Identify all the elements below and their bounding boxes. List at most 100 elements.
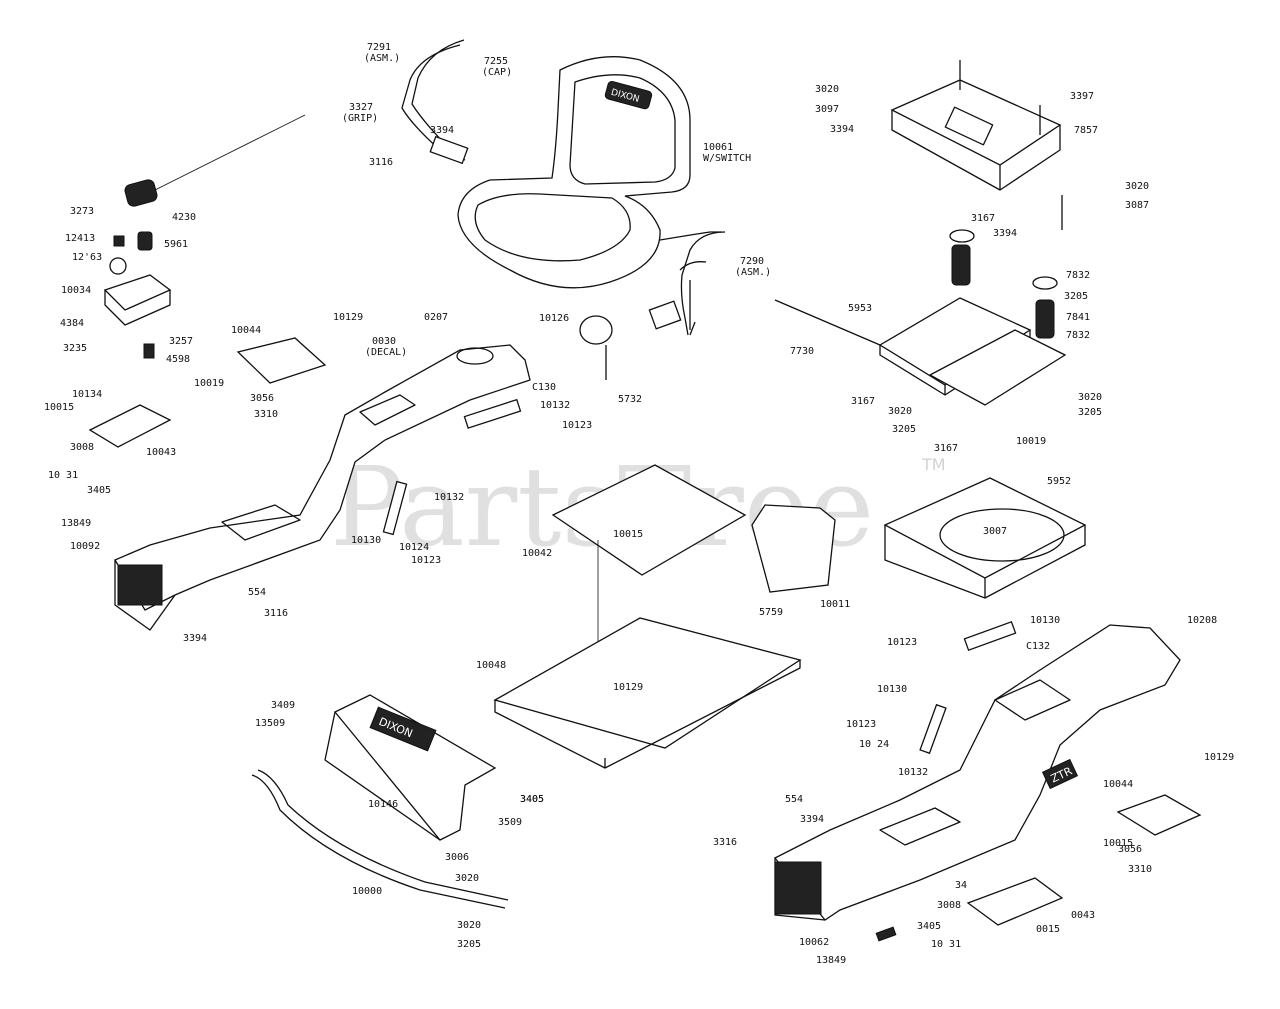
part-label-10062: 10062 xyxy=(799,937,829,948)
right-fender: ZTR xyxy=(773,624,1181,921)
part-label-10129a: 10129 xyxy=(333,312,363,323)
part-label-7291: 7291 xyxy=(367,42,391,53)
part-number-labels: 7291(ASM.)7255(CAP)3327(GRIP)33943116100… xyxy=(44,42,1234,966)
part-label-1024: 10 24 xyxy=(859,739,889,750)
part-label-10134: 10134 xyxy=(72,389,102,400)
part-label-7832b: 7832 xyxy=(1066,330,1090,341)
part-label-13849b: 13849 xyxy=(816,955,846,966)
part-label-10129b: 10129 xyxy=(613,682,643,693)
part-label-5732: 5732 xyxy=(618,394,642,405)
part-label-0015: 0015 xyxy=(1036,924,1060,935)
part-label-3394b: 3394 xyxy=(830,124,854,135)
part-label-3007: 3007 xyxy=(983,526,1007,537)
part-label-3097: 3097 xyxy=(815,104,839,115)
part-label-C132: C132 xyxy=(1026,641,1050,652)
part-label-3394a: 3394 xyxy=(430,125,454,136)
part-label-10011: 10011 xyxy=(820,599,850,610)
part-label-3020d: 3020 xyxy=(1078,392,1102,403)
battery-box xyxy=(751,504,836,593)
part-label-3509: 3509 xyxy=(498,817,522,828)
seat-plate xyxy=(890,60,1063,230)
part-label-7290: 7290 xyxy=(740,256,764,267)
part-label-3394d: 3394 xyxy=(183,633,207,644)
part-label-7291b: (ASM.) xyxy=(364,53,400,64)
part-label-3273: 3273 xyxy=(70,206,94,217)
part-label-10061b: W/SWITCH xyxy=(703,153,751,164)
part-label-10132c: 10132 xyxy=(898,767,928,778)
part-label-10146: 10146 xyxy=(368,799,398,810)
part-label-3205b: 3205 xyxy=(892,424,916,435)
part-label-3020e: 3020 xyxy=(455,873,479,884)
part-label-3394e: 3394 xyxy=(800,814,824,825)
part-label-0043: 0043 xyxy=(1071,910,1095,921)
part-label-C130: C130 xyxy=(532,382,556,393)
part-label-3405c: 3405 xyxy=(520,794,544,805)
part-label-10123a: 10123 xyxy=(562,420,592,431)
left-fender xyxy=(114,344,531,631)
part-label-554a: 554 xyxy=(248,587,266,598)
part-label-3205a: 3205 xyxy=(1064,291,1088,302)
part-label-7290b: (ASM.) xyxy=(735,267,771,278)
part-label-3310a: 3310 xyxy=(254,409,278,420)
part-label-13849a: 13849 xyxy=(61,518,91,529)
seat: DIXON xyxy=(457,56,691,289)
part-label-3020f: 3020 xyxy=(457,920,481,931)
part-label-5952: 5952 xyxy=(1047,476,1071,487)
part-label-3116a: 3116 xyxy=(369,157,393,168)
part-label-1031b: 10 31 xyxy=(931,939,961,950)
part-label-0207: 0207 xyxy=(424,312,448,323)
part-label-10043: 10043 xyxy=(146,447,176,458)
part-label-7255: 7255 xyxy=(484,56,508,67)
part-label-7730: 7730 xyxy=(790,346,814,357)
part-label-5961: 5961 xyxy=(164,239,188,250)
watermark-tm: TM xyxy=(921,455,946,474)
part-label-3405b: 3405 xyxy=(520,794,544,805)
part-label-5759: 5759 xyxy=(759,607,783,618)
part-label-10129c: 10129 xyxy=(1204,752,1234,763)
part-label-3008b: 3008 xyxy=(937,900,961,911)
part-label-10000: 10000 xyxy=(352,886,382,897)
part-label-3409: 3409 xyxy=(271,700,295,711)
part-label-7857: 7857 xyxy=(1074,125,1098,136)
spring-plate xyxy=(774,229,1067,406)
part-label-10132a: 10132 xyxy=(540,400,570,411)
part-label-10019b: 10019 xyxy=(194,378,224,389)
part-label-3167a: 3167 xyxy=(971,213,995,224)
plate-10044 xyxy=(236,337,327,384)
part-label-3020b: 3020 xyxy=(1125,181,1149,192)
part-label-12163: 12'63 xyxy=(72,252,102,263)
part-label-4230: 4230 xyxy=(172,212,196,223)
part-label-10061: 10061 xyxy=(703,142,733,153)
part-label-10130c: 10130 xyxy=(877,684,907,695)
part-label-10044a: 10044 xyxy=(231,325,261,336)
ignition-panel xyxy=(103,231,172,359)
part-label-13509: 13509 xyxy=(255,718,285,729)
part-label-10123d: 10123 xyxy=(846,719,876,730)
base-frame xyxy=(493,617,802,749)
part-label-3205d: 3205 xyxy=(457,939,481,950)
part-label-4384: 4384 xyxy=(60,318,84,329)
part-label-3235: 3235 xyxy=(63,343,87,354)
part-label-10132b: 10132 xyxy=(434,492,464,503)
part-label-3008a: 3008 xyxy=(70,442,94,453)
part-label-3006: 3006 xyxy=(445,852,469,863)
part-label-3405a: 3405 xyxy=(87,485,111,496)
part-label-3394c: 3394 xyxy=(993,228,1017,239)
part-label-10123b: 10123 xyxy=(411,555,441,566)
part-label-10015a: 10015 xyxy=(44,402,74,413)
part-label-7832a: 7832 xyxy=(1066,270,1090,281)
part-label-3327: 3327 xyxy=(349,102,373,113)
part-label-10034: 10034 xyxy=(61,285,91,296)
part-label-3020a: 3020 xyxy=(815,84,839,95)
part-label-12413: 12413 xyxy=(65,233,95,244)
part-label-0030: 0030 xyxy=(372,336,396,347)
part-label-3310b: 3310 xyxy=(1128,864,1152,875)
part-label-3167c: 3167 xyxy=(934,443,958,454)
part-label-3116b: 3116 xyxy=(264,608,288,619)
plate-10043 xyxy=(88,404,172,448)
part-label-10042: 10042 xyxy=(522,548,552,559)
part-label-3405d: 3405 xyxy=(917,921,941,932)
part-label-10126: 10126 xyxy=(539,313,569,324)
